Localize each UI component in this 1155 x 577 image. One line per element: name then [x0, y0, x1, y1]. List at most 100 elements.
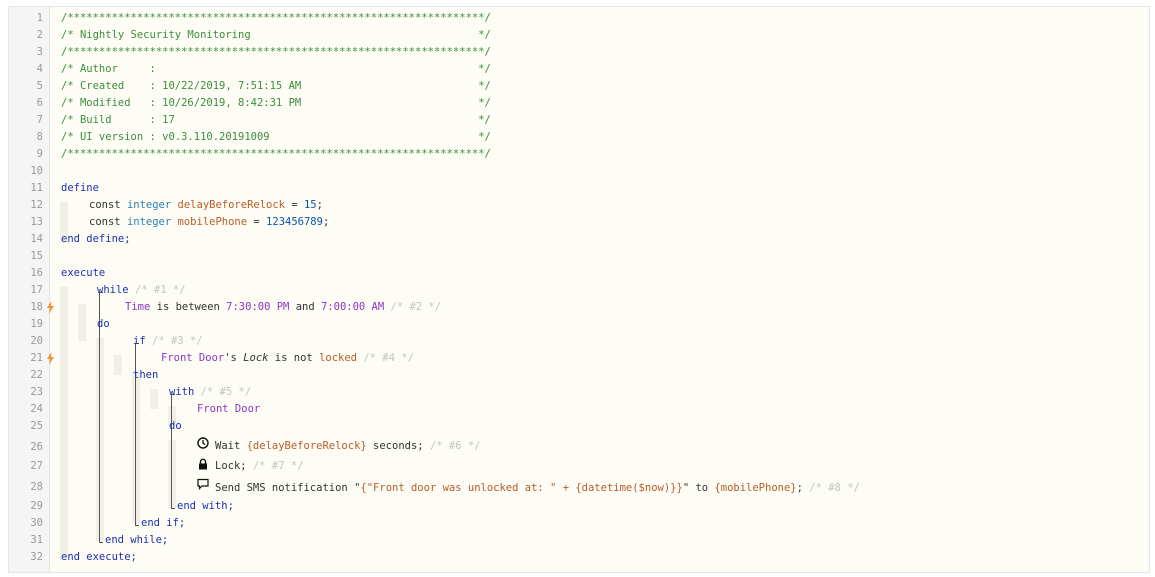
line-number: 1 [36, 12, 43, 24]
keyword: const [89, 216, 121, 228]
statement-comment: /* #3 */ [151, 335, 203, 347]
code-line[interactable]: Time is between 7:30:00 PM and 7:00:00 A… [125, 299, 441, 316]
code-line: /***************************************… [61, 148, 491, 160]
indent-guide [150, 389, 158, 409]
line-number: 27 [30, 460, 43, 472]
line-number: 17 [30, 284, 43, 296]
line-number: 20 [30, 335, 43, 347]
indent-guide [60, 202, 68, 243]
task-text: Send SMS notification " [215, 482, 361, 494]
line-number: 7 [36, 114, 43, 126]
code-line[interactable]: while /* #1 */ [97, 282, 186, 299]
code-line[interactable]: Send SMS notification "{"Front door was … [215, 480, 860, 497]
line-number: 9 [36, 148, 43, 160]
line-number: 11 [30, 182, 43, 194]
line-number: 14 [30, 233, 43, 245]
indent-guide [132, 372, 140, 524]
bracket-tick [135, 525, 139, 526]
bracket-tick [171, 508, 175, 509]
code-line: /* Nightly Security Monitoring */ [61, 29, 491, 41]
statement-comment: /* #8 */ [809, 482, 860, 494]
line-number: 19 [30, 318, 43, 330]
code-line: end define; [61, 233, 131, 245]
line-number: 13 [30, 216, 43, 228]
clock-icon [197, 437, 209, 449]
lock-icon [199, 458, 207, 470]
line-number: 30 [30, 517, 43, 529]
number: 15 [303, 199, 317, 211]
operator: and [289, 301, 321, 313]
condition-subject: Time [125, 301, 151, 313]
variable-ref: {delayBeforeRelock} [246, 440, 367, 452]
code-line: define [61, 180, 99, 197]
line-number: 25 [30, 420, 43, 432]
code-line[interactable]: with /* #5 */ [169, 384, 251, 401]
line-number: 15 [30, 250, 43, 262]
indent-guide [168, 440, 176, 508]
code-line: /* Created : 10/22/2019, 7:51:15 AM */ [61, 80, 491, 92]
message-icon [197, 478, 209, 490]
line-number: 3 [36, 46, 43, 58]
time-value: 7:00:00 AM [320, 301, 385, 313]
indent-guide [96, 338, 104, 541]
bolt-icon [47, 301, 54, 314]
attribute-value: locked [319, 352, 357, 364]
statement-comment: /* #7 */ [252, 460, 304, 472]
task-text: Wait [215, 440, 247, 452]
line-number: 26 [30, 441, 43, 453]
code-line: do [97, 318, 110, 330]
operator: is not [268, 352, 320, 364]
task-text: seconds; [366, 440, 424, 452]
variable-ref: {mobilePhone} [714, 482, 797, 494]
line-number: 16 [30, 267, 43, 279]
code-line[interactable]: if /* #3 */ [133, 333, 203, 350]
bracket-tick [99, 292, 103, 293]
code-line: /***************************************… [61, 12, 491, 24]
indent-guide [168, 406, 176, 426]
code-line: const integer mobilePhone = 123456789; [89, 216, 330, 228]
line-number: 2 [36, 29, 43, 41]
code-line[interactable]: Wait {delayBeforeRelock} seconds; /* #6 … [215, 438, 481, 455]
bracket-tick [171, 394, 175, 395]
code-line: /* Author : */ [61, 63, 491, 75]
keyword: const [89, 199, 121, 211]
line-number: 18 [30, 301, 43, 313]
code-area[interactable]: /***************************************… [50, 7, 1149, 572]
number: 123456789 [266, 216, 323, 228]
line-number: 28 [30, 481, 43, 493]
indent-guide [78, 304, 86, 341]
line-number: 6 [36, 97, 43, 109]
device-name: Front Door [161, 352, 225, 364]
type: integer [126, 199, 172, 211]
task-text: ; [796, 482, 803, 494]
statement-comment: /* #5 */ [200, 386, 252, 398]
statement-comment: /* #6 */ [429, 440, 481, 452]
code-line[interactable]: Front Door's Lock is not locked /* #4 */ [161, 350, 414, 367]
line-number: 12 [30, 199, 43, 211]
task-text: " to [682, 482, 715, 494]
variable-name: mobilePhone [177, 216, 248, 228]
line-number: 21 [30, 352, 43, 364]
indent-guide [114, 355, 122, 375]
while-block-bracket [99, 292, 100, 542]
code-line[interactable]: Lock; /* #7 */ [215, 458, 304, 475]
line-number: 5 [36, 80, 43, 92]
task-text: Lock; [215, 460, 247, 472]
line-number: 22 [30, 369, 43, 381]
variable-name: delayBeforeRelock [177, 199, 285, 211]
keyword: if [133, 335, 146, 347]
keyword: define [61, 182, 99, 194]
time-value: 7:30:00 PM [226, 301, 290, 313]
with-block-bracket [171, 394, 172, 508]
attribute-name: Lock [243, 352, 269, 364]
code-line: then [133, 369, 159, 381]
indent-guide [60, 287, 68, 558]
bracket-tick [135, 343, 139, 344]
code-line: do [169, 420, 182, 432]
possessive: 's [224, 352, 244, 364]
code-line: end with; [177, 500, 234, 512]
code-line: end while; [105, 534, 169, 546]
bolt-icon [47, 352, 54, 365]
code-line: end execute; [61, 551, 137, 563]
